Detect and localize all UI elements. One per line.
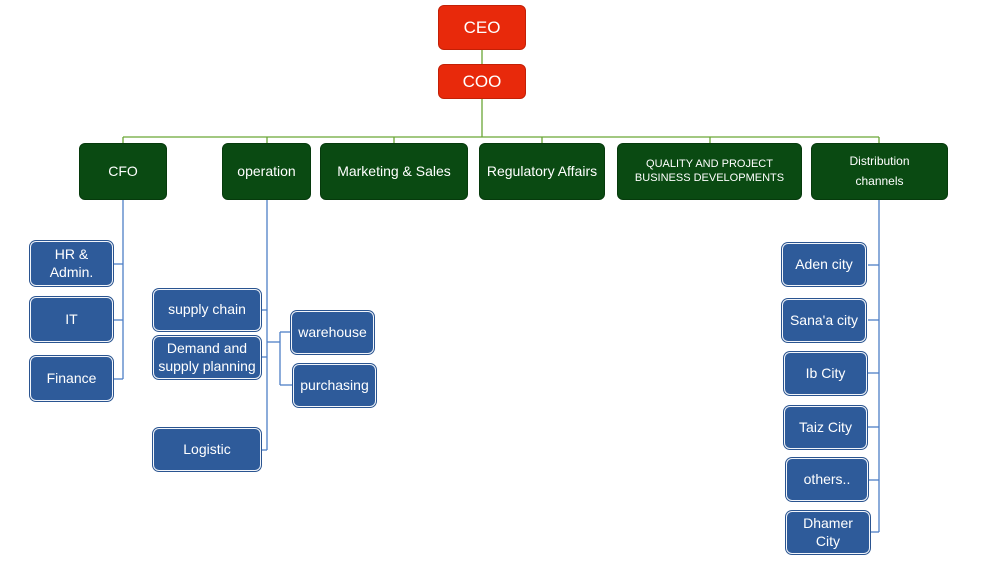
dept-quality-project: QUALITY AND PROJECT BUSINESS DEVELOPMENT…	[617, 143, 802, 200]
unit-finance: Finance	[30, 356, 113, 401]
unit-demand-supply-planning: Demand and supply planning	[153, 336, 261, 379]
unit-warehouse: warehouse	[291, 311, 374, 354]
dept-marketing-sales: Marketing & Sales	[320, 143, 468, 200]
unit-others: others..	[786, 458, 868, 501]
unit-aden-city: Aden city	[782, 243, 866, 286]
dept-operation: operation	[222, 143, 311, 200]
dept-distribution-channels: Distribution channels	[811, 143, 948, 200]
unit-dhamer-city: Dhamer City	[786, 511, 870, 554]
dept-regulatory-affairs: Regulatory Affairs	[479, 143, 605, 200]
unit-logistic: Logistic	[153, 428, 261, 471]
ceo-box: CEO	[438, 5, 526, 50]
unit-ib-city: Ib City	[784, 352, 867, 395]
unit-purchasing: purchasing	[293, 364, 376, 407]
dept-cfo: CFO	[79, 143, 167, 200]
unit-taiz-city: Taiz City	[784, 406, 867, 449]
coo-box: COO	[438, 64, 526, 99]
unit-hr-admin: HR & Admin.	[30, 241, 113, 286]
unit-sanaa-city: Sana'a city	[782, 299, 866, 342]
unit-it: IT	[30, 297, 113, 342]
unit-supply-chain: supply chain	[153, 289, 261, 331]
